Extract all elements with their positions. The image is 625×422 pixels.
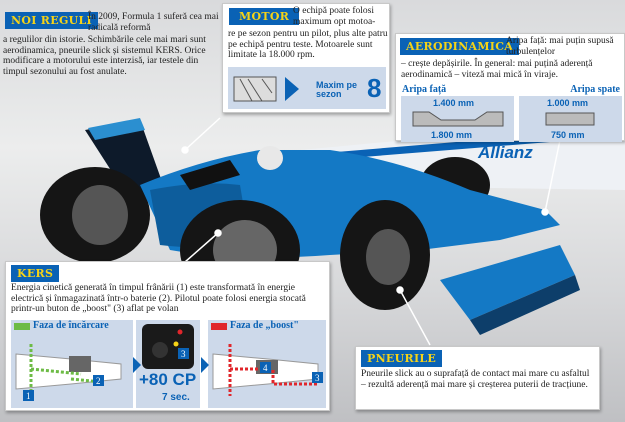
front-wing-panel: 1.400 mm 1.800 mm <box>401 96 514 142</box>
front-wing-title: Aripa față <box>402 84 447 95</box>
motor-text-intro: O echipă poate folosi maximum opt motoa- <box>293 6 376 27</box>
svg-text:1: 1 <box>26 391 31 401</box>
max-per-season-label: Maxim pe sezon <box>316 80 358 99</box>
rear-wing-panel: 1.000 mm 750 mm <box>519 96 622 142</box>
aero-text-intro: Aripa față: mai puțin supusă turbulențel… <box>506 36 614 57</box>
pneurile-text: Pneurile slick au o suprafață de contact… <box>361 369 590 390</box>
noi-reguli-label: NOI REGULI <box>5 12 99 29</box>
steering-wheel-panel: 3 +80 CP 7 sec. <box>136 320 200 408</box>
boost-phase-title: Faza de „boost" <box>230 320 299 331</box>
rear-wing-bottom-width: 750 mm <box>551 130 585 140</box>
aero-text: – crește depășirile. În general: mai puț… <box>401 59 593 80</box>
svg-text:3: 3 <box>181 349 186 359</box>
svg-text:3: 3 <box>315 373 320 383</box>
charging-flow-diagram: 21 <box>15 344 122 401</box>
kers-text: Energia cinetică generată în timpul frân… <box>11 283 306 314</box>
max-per-season-value: 8 <box>367 73 382 103</box>
kers-box: KERS Energia cinetică generată în timpul… <box>5 261 330 411</box>
aero-box: AERODINAMICA Aripa față: mai puțin supus… <box>395 33 625 142</box>
front-wing <box>440 245 575 320</box>
driver-helmet <box>257 146 283 170</box>
front-wing-diagram <box>412 111 504 127</box>
green-legend-swatch <box>14 323 30 330</box>
red-legend-swatch <box>211 323 227 330</box>
aero-label: AERODINAMICA <box>400 38 520 55</box>
arrow-right-icon <box>285 77 299 101</box>
motor-text: re pe sezon pentru un pilot, plus alte p… <box>228 29 388 60</box>
charging-phase-title: Faza de încărcare <box>33 320 109 331</box>
svg-text:2: 2 <box>96 376 101 386</box>
front-wing-bottom-width: 1.800 mm <box>431 130 473 140</box>
boost-flow-diagram: 43 <box>212 344 323 396</box>
rear-wing-diagram <box>545 112 595 126</box>
boost-duration: 7 sec. <box>162 392 190 403</box>
motor-panel: Maxim pe sezon 8 <box>228 67 386 109</box>
noi-reguli-text-intro: În 2009, Formula 1 suferă cea mai radica… <box>88 12 219 33</box>
rear-wing <box>85 120 165 200</box>
banner-text: Allianz <box>477 143 533 162</box>
front-wing-top-width: 1.400 mm <box>433 98 475 108</box>
pneurile-box: PNEURILE Pneurile slick au o suprafață d… <box>355 346 600 410</box>
motor-box: MOTOR O echipă poate folosi maximum opt … <box>222 3 390 113</box>
noi-reguli-text: a regulilor din istorie. Schimbările cel… <box>3 35 206 77</box>
steering-wheel-icon: 3 <box>142 324 194 369</box>
kers-label: KERS <box>11 265 60 282</box>
motor-label: MOTOR <box>229 8 300 25</box>
arrow-right-icon <box>133 357 141 373</box>
boost-power: +80 CP <box>139 370 197 389</box>
svg-text:4: 4 <box>263 363 268 373</box>
arrow-right-icon <box>201 357 209 373</box>
rear-wing-top-width: 1.000 mm <box>547 98 589 108</box>
engine-icon <box>233 76 277 102</box>
rear-wing-title: Aripa spate <box>570 84 620 95</box>
pneurile-label: PNEURILE <box>361 350 443 367</box>
